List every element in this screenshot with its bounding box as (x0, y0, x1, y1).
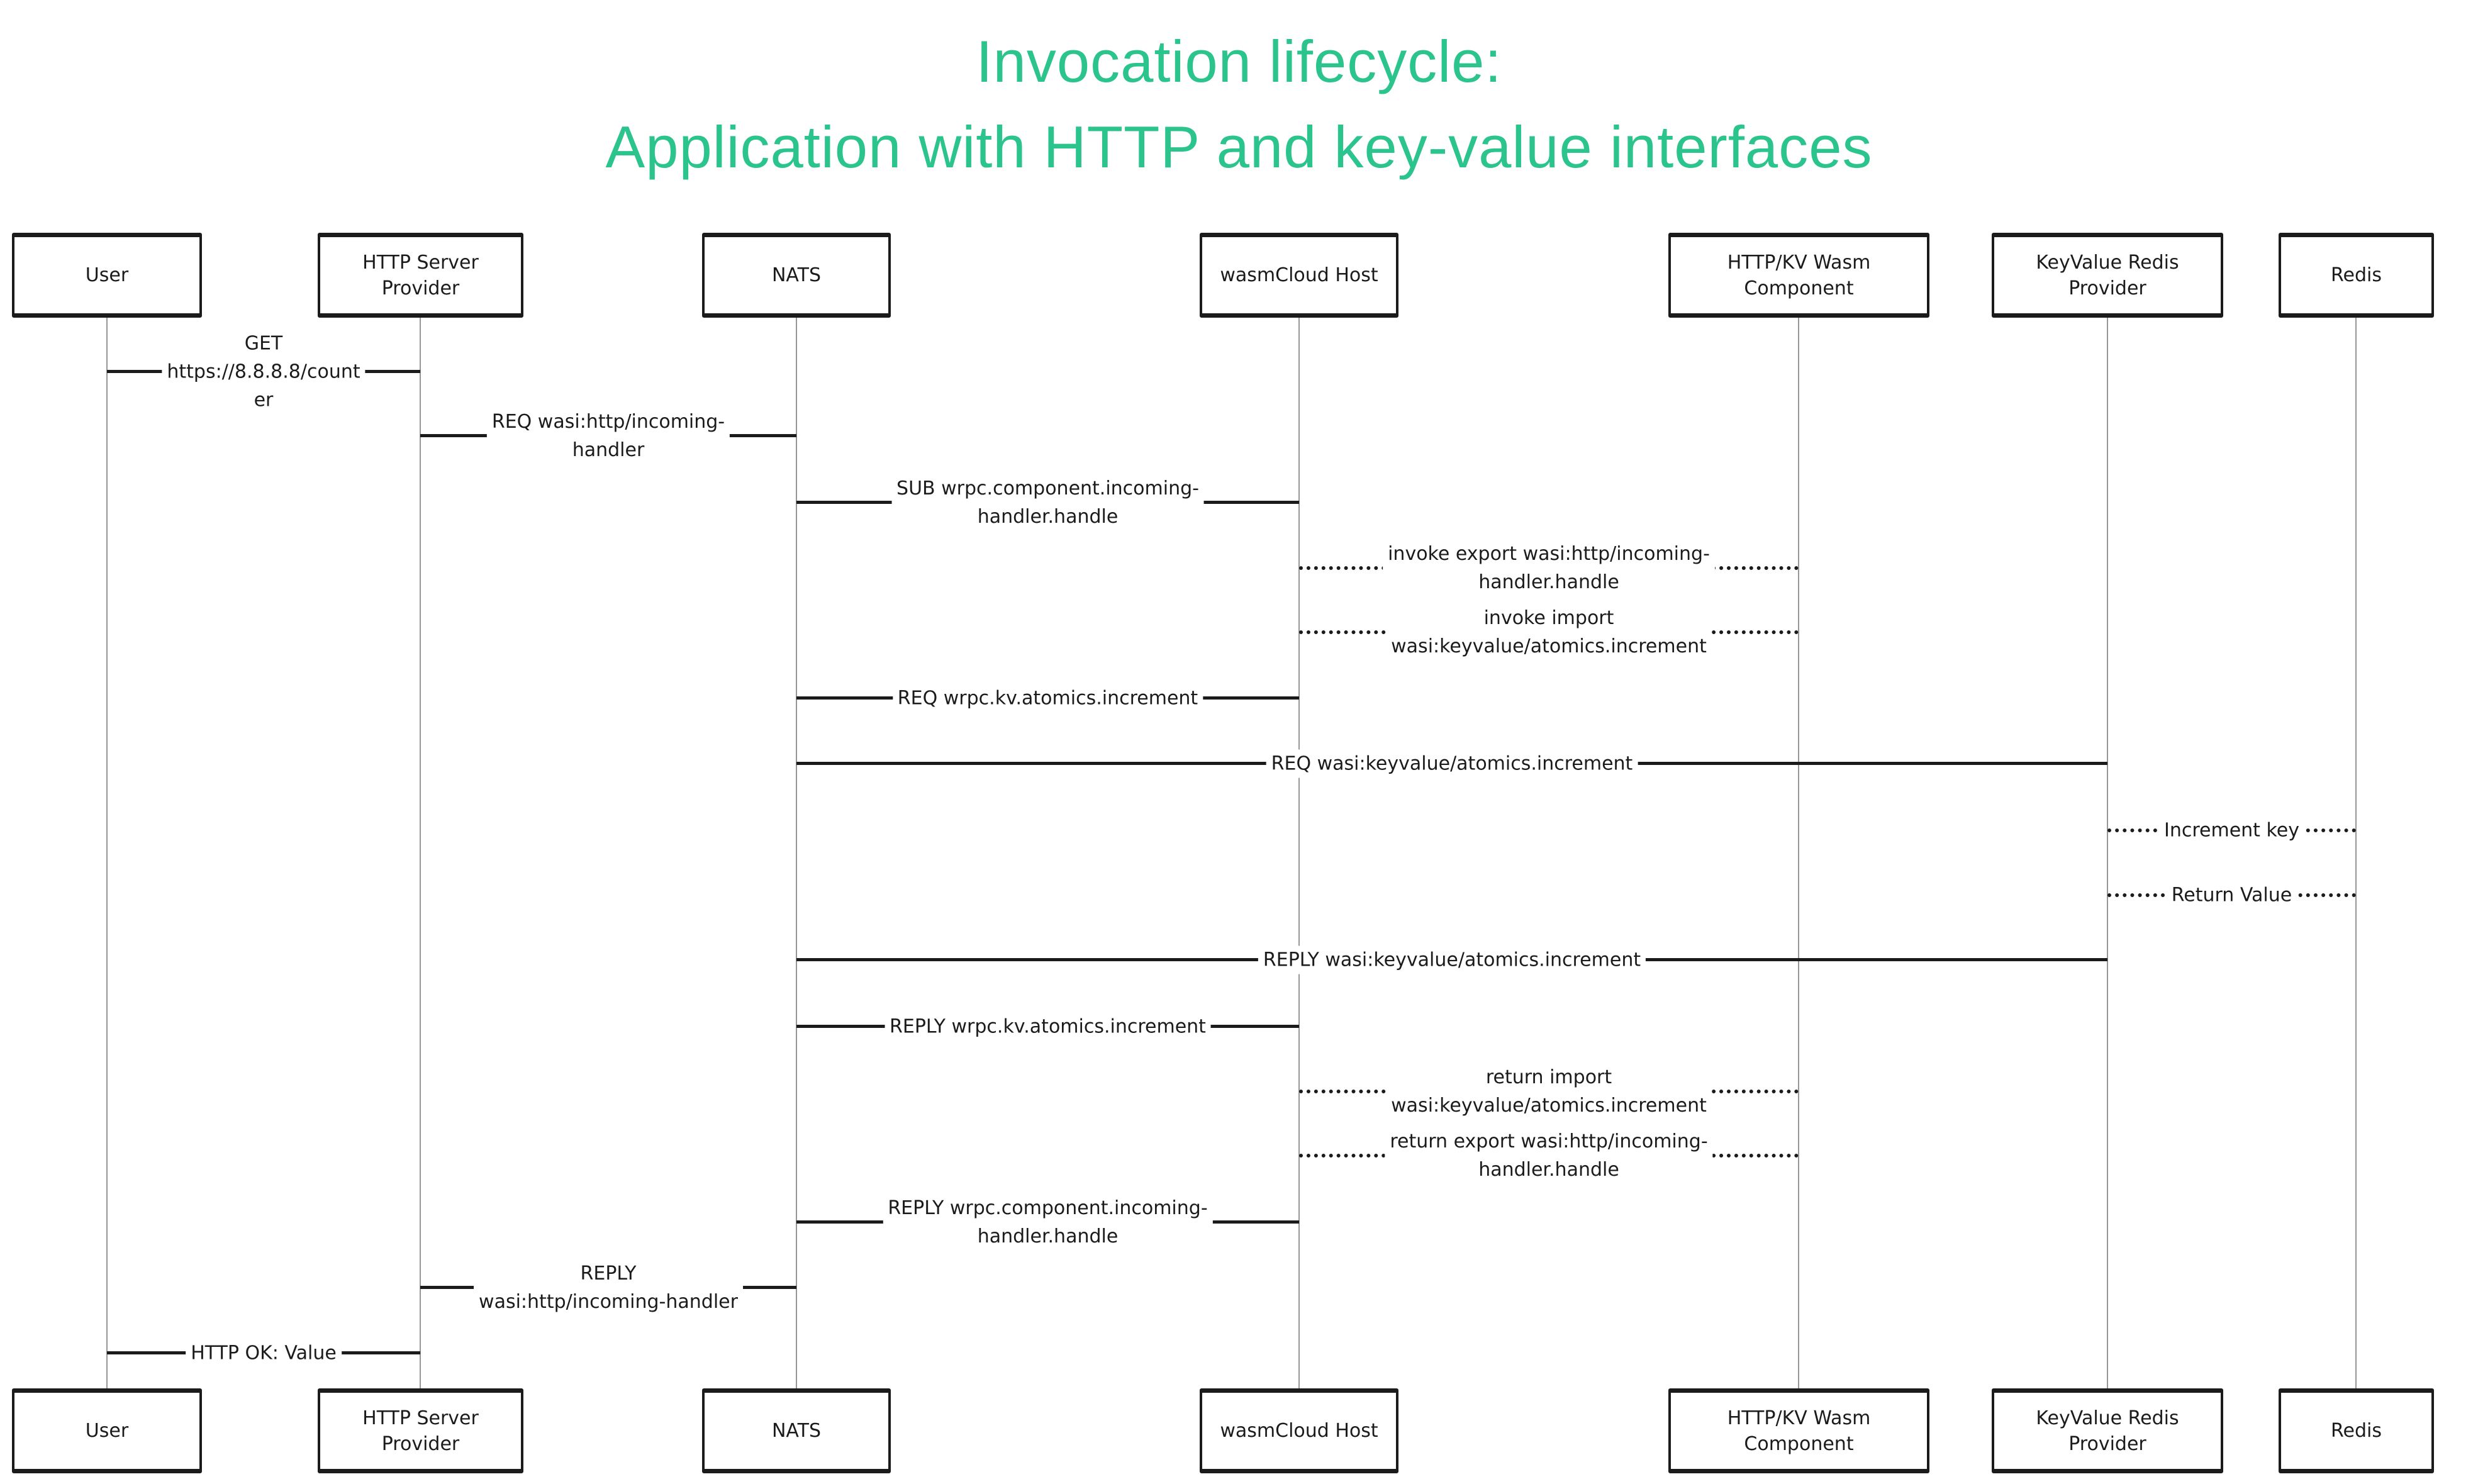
actor-box-redis-bottom: Redis (2279, 1388, 2434, 1473)
message-label-8: Return Value (2166, 881, 2297, 910)
label-line: SUB wrpc.component.incoming- (896, 477, 1199, 499)
message-label-13: REPLY wrpc.component.incoming-handler.ha… (883, 1194, 1213, 1251)
label-line: HTTP/KV Wasm (1727, 1407, 1871, 1429)
label-line: HTTP Server (362, 1407, 479, 1429)
label-line: REQ wasi:keyvalue/atomics.increment (1271, 752, 1633, 775)
label-line: REQ wasi:http/incoming- (491, 411, 725, 433)
message-label-15: HTTP OK: Value (186, 1339, 342, 1368)
message-label-1: REQ wasi:http/incoming-handler (486, 408, 730, 464)
lifeline-wasmcloud-host (1298, 318, 1300, 1388)
lifeline-redis (2355, 318, 2357, 1388)
label-line: handler.handle (977, 506, 1119, 528)
diagram-title-line2: Application with HTTP and key-value inte… (605, 114, 1873, 180)
label-line: Provider (2068, 1432, 2146, 1455)
label-line: handler (572, 439, 645, 461)
diagram-title: Invocation lifecycle: Application with H… (0, 19, 2478, 190)
actor-box-user-bottom: User (12, 1388, 202, 1473)
label-line: Provider (2068, 277, 2146, 299)
label-line: wasmCloud Host (1220, 1420, 1378, 1442)
label-line: wasmCloud Host (1220, 264, 1378, 286)
label-line: https://8.8.8.8/count (167, 360, 360, 383)
label-line: invoke import (1483, 607, 1614, 629)
actor-box-redis-top: Redis (2279, 233, 2434, 318)
actor-box-nats-bottom: NATS (702, 1388, 891, 1473)
message-label-6: REQ wasi:keyvalue/atomics.increment (1266, 749, 1638, 778)
message-label-14: REPLY wasi:http/incoming-handler (474, 1259, 743, 1316)
actor-box-nats-top: NATS (702, 233, 891, 318)
lifeline-user (106, 318, 108, 1388)
diagram-title-line1: Invocation lifecycle: (976, 28, 1502, 94)
label-line: User (85, 264, 129, 286)
label-line: return export wasi:http/incoming- (1390, 1130, 1708, 1152)
message-label-10: REPLY wrpc.kv.atomics.increment (885, 1012, 1211, 1041)
label-line: NATS (771, 1420, 821, 1442)
label-line: invoke export wasi:http/incoming- (1388, 543, 1710, 565)
label-line: Redis (2331, 264, 2382, 286)
message-label-9: REPLY wasi:keyvalue/atomics.increment (1258, 946, 1646, 974)
label-line: HTTP/KV Wasm (1727, 251, 1871, 274)
message-label-2: SUB wrpc.component.incoming-handler.hand… (891, 474, 1204, 531)
label-line: handler.handle (1478, 571, 1619, 593)
label-line: wasi:keyvalue/atomics.increment (1391, 1095, 1707, 1117)
message-label-11: return import wasi:keyvalue/atomics.incre… (1386, 1063, 1712, 1120)
label-line: wasi:keyvalue/atomics.increment (1391, 635, 1707, 657)
message-label-0: GET https://8.8.8.8/count er (162, 329, 366, 415)
message-label-7: Increment key (2159, 816, 2304, 845)
message-label-5: REQ wrpc.kv.atomics.increment (892, 684, 1203, 713)
label-line: HTTP Server (362, 251, 479, 274)
label-line: handler.handle (977, 1225, 1119, 1247)
label-line: REPLY wrpc.kv.atomics.increment (890, 1015, 1206, 1038)
label-line: Redis (2331, 1420, 2382, 1442)
label-line: Component (1744, 1432, 1854, 1455)
message-label-12: return export wasi:http/incoming-handler… (1385, 1127, 1713, 1184)
label-line: KeyValue Redis (2036, 251, 2179, 274)
label-line: REPLY (580, 1263, 637, 1285)
label-line: GET (244, 332, 283, 355)
label-line: Component (1744, 277, 1854, 299)
label-line: er (254, 389, 274, 411)
actor-box-user-top: User (12, 233, 202, 318)
label-line: REPLY wrpc.component.incoming- (888, 1197, 1208, 1219)
label-line: Provider (381, 1432, 460, 1455)
label-line: REQ wrpc.kv.atomics.increment (897, 687, 1198, 710)
label-line: KeyValue Redis (2036, 1407, 2179, 1429)
lifeline-http-server-provider (420, 318, 421, 1388)
label-line: Return Value (2171, 884, 2292, 907)
label-line: Provider (381, 277, 460, 299)
label-line: return import (1485, 1066, 1612, 1088)
label-line: handler.handle (1478, 1159, 1619, 1181)
label-line: User (85, 1420, 129, 1442)
message-label-4: invoke import wasi:keyvalue/atomics.incre… (1386, 604, 1712, 661)
lifeline-keyvalue-redis-provider (2107, 318, 2108, 1388)
lifeline-nats (796, 318, 797, 1388)
actor-box-wasmcloud-host-top: wasmCloud Host (1200, 233, 1398, 318)
label-line: NATS (771, 264, 821, 286)
label-line: wasi:http/incoming-handler (479, 1291, 738, 1313)
label-line: REPLY wasi:keyvalue/atomics.increment (1263, 949, 1641, 971)
actor-box-wasmcloud-host-bottom: wasmCloud Host (1200, 1388, 1398, 1473)
message-label-3: invoke export wasi:http/incoming-handler… (1383, 540, 1715, 596)
label-line: Increment key (2164, 819, 2299, 842)
lifeline-http-kv-wasm-component (1798, 318, 1799, 1388)
label-line: HTTP OK: Value (191, 1342, 337, 1364)
